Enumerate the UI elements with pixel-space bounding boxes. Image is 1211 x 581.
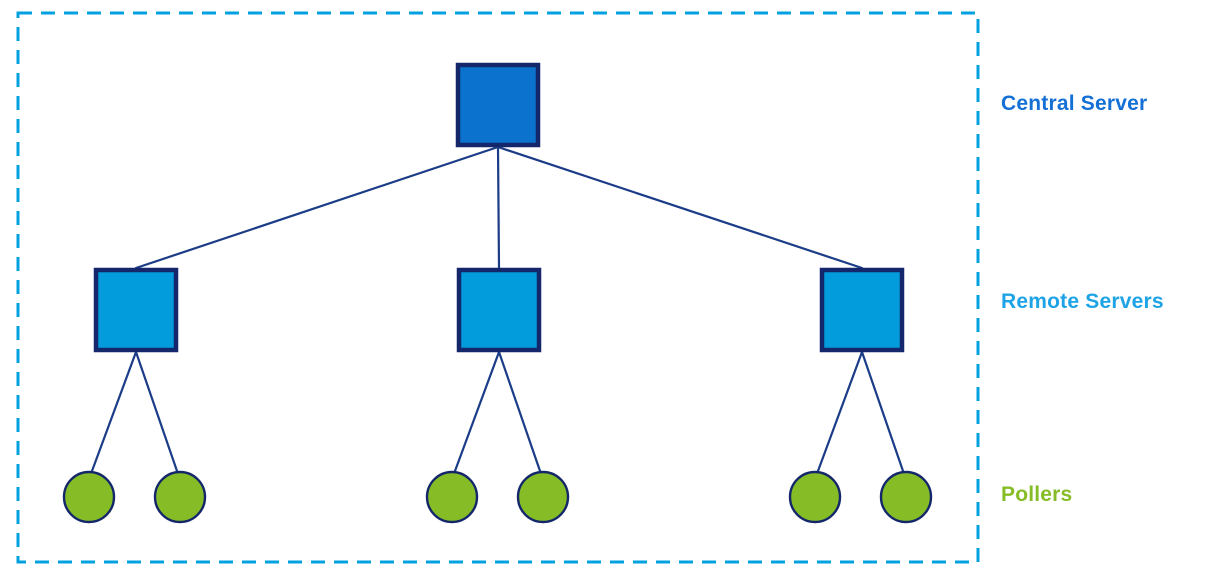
poller-node-4[interactable] xyxy=(516,470,570,524)
remote-server-node-1[interactable] xyxy=(93,267,179,353)
connector-group xyxy=(90,145,905,473)
connector-remote-3-to-poller-5 xyxy=(816,350,864,473)
tier-label-remote-servers: Remote Servers xyxy=(1001,290,1164,313)
connector-remote-1-to-poller-1 xyxy=(90,350,138,473)
poller-node-1[interactable] xyxy=(62,470,116,524)
remote-server-node-3[interactable] xyxy=(819,267,905,353)
poller-node-5[interactable] xyxy=(788,470,842,524)
connector-remote-3-to-poller-6 xyxy=(860,350,905,473)
connector-central-to-remote-3 xyxy=(496,145,864,270)
central-server-node[interactable] xyxy=(455,62,541,148)
poller-node-2[interactable] xyxy=(153,470,207,524)
poller-node-3[interactable] xyxy=(425,470,479,524)
central-server-group xyxy=(455,62,541,148)
connector-remote-1-to-poller-2 xyxy=(134,350,179,473)
tier-label-central-server: Central Server xyxy=(1001,92,1148,115)
tier-label-pollers: Pollers xyxy=(1001,483,1073,506)
pollers-group xyxy=(62,470,933,524)
connector-central-to-remote-2 xyxy=(496,145,501,270)
remote-servers-group xyxy=(93,267,905,353)
connector-remote-2-to-poller-4 xyxy=(497,350,542,473)
poller-node-6[interactable] xyxy=(879,470,933,524)
remote-server-node-2[interactable] xyxy=(456,267,542,353)
connector-remote-2-to-poller-3 xyxy=(453,350,501,473)
deployment-boundary xyxy=(16,11,980,564)
connector-central-to-remote-1 xyxy=(134,145,500,270)
